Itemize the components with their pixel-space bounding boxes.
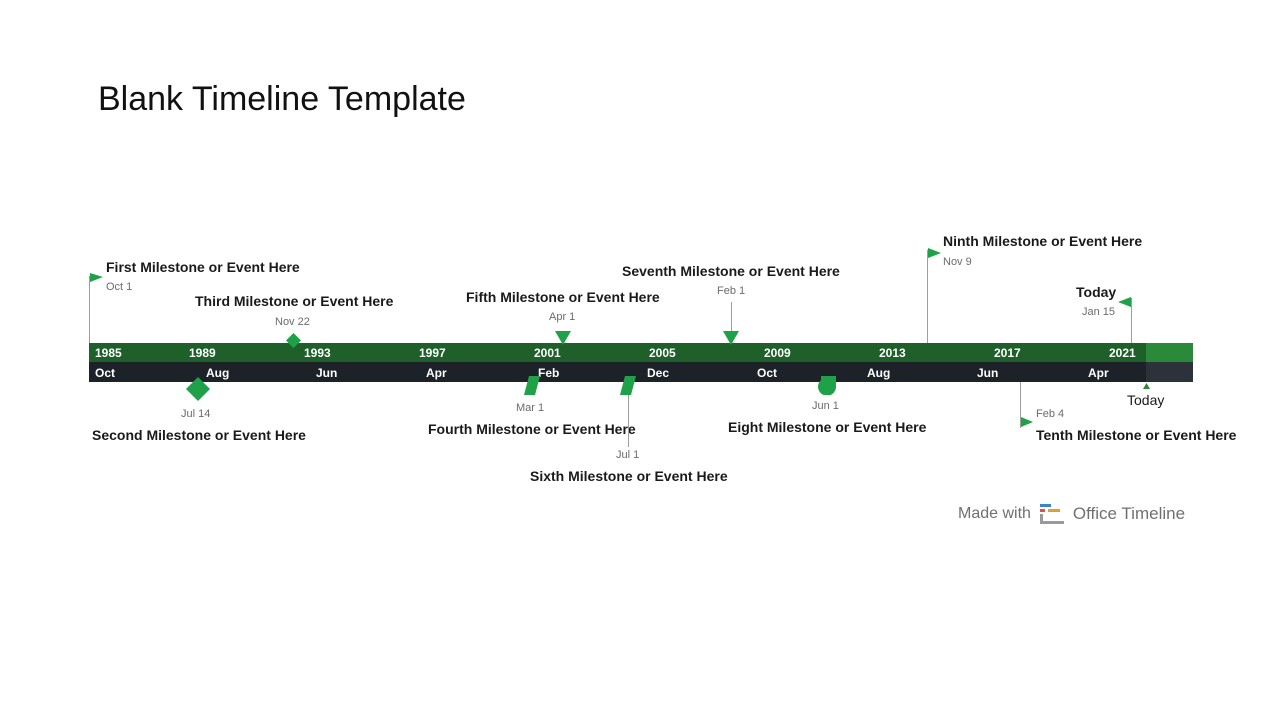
branding: Made with Office Timeline bbox=[958, 503, 1185, 525]
month-tick: Jun bbox=[316, 366, 338, 380]
today-date: Jan 15 bbox=[1082, 306, 1116, 318]
parallelogram-icon bbox=[620, 376, 636, 395]
milestone-label: Fifth Milestone or Event Here bbox=[466, 289, 660, 305]
diamond-icon bbox=[186, 377, 210, 401]
milestone-label: Ninth Milestone or Event Here bbox=[943, 233, 1143, 249]
year-tick: 2013 bbox=[879, 346, 906, 360]
milestone-label: Seventh Milestone or Event Here bbox=[622, 263, 840, 279]
milestone-date: Feb 4 bbox=[1036, 408, 1065, 420]
milestone-date: Jul 14 bbox=[181, 408, 211, 420]
milestone-date: Nov 22 bbox=[275, 316, 310, 328]
year-tick: 2017 bbox=[994, 346, 1021, 360]
milestone-connector bbox=[731, 302, 732, 332]
milestone-date: Feb 1 bbox=[717, 285, 746, 297]
month-tick: Jun bbox=[977, 366, 999, 380]
month-tick: Apr bbox=[1088, 366, 1109, 380]
milestone-date: Jul 1 bbox=[616, 449, 640, 461]
milestone-label: Sixth Milestone or Event Here bbox=[530, 468, 728, 484]
today-label: Today bbox=[1076, 284, 1117, 300]
triangle-down-icon bbox=[555, 331, 571, 345]
milestone-connector bbox=[1020, 382, 1021, 428]
year-tick: 1989 bbox=[189, 346, 216, 360]
milestone-label: Second Milestone or Event Here bbox=[92, 427, 306, 443]
month-band-today-segment bbox=[1146, 362, 1193, 382]
year-tick: 2005 bbox=[649, 346, 676, 360]
milestone-date: Nov 9 bbox=[943, 256, 972, 268]
month-tick: Oct bbox=[757, 366, 778, 380]
month-tick: Aug bbox=[867, 366, 891, 380]
year-band bbox=[89, 343, 1193, 362]
flag-icon bbox=[90, 273, 103, 282]
year-band-today-segment bbox=[1146, 343, 1193, 362]
milestone-label: Fourth Milestone or Event Here bbox=[428, 421, 636, 437]
year-tick: 1993 bbox=[304, 346, 331, 360]
today-marker-label: Today bbox=[1127, 392, 1165, 408]
today-connector bbox=[1131, 298, 1132, 343]
milestone-label: Eight Milestone or Event Here bbox=[728, 419, 927, 435]
milestone-label: Third Milestone or Event Here bbox=[195, 293, 394, 309]
month-tick: Feb bbox=[538, 366, 560, 380]
flag-icon bbox=[1021, 417, 1033, 427]
page-title: Blank Timeline Template bbox=[98, 80, 466, 118]
milestone-date: Oct 1 bbox=[106, 281, 133, 293]
month-tick: Oct bbox=[95, 366, 116, 380]
milestone-connector bbox=[89, 276, 90, 343]
year-tick: 1985 bbox=[95, 346, 122, 360]
milestone-date: Apr 1 bbox=[549, 311, 576, 323]
month-tick: Aug bbox=[206, 366, 230, 380]
circle-icon bbox=[818, 376, 836, 395]
year-tick: 2009 bbox=[764, 346, 791, 360]
month-tick: Apr bbox=[426, 366, 447, 380]
month-tick: Dec bbox=[647, 366, 670, 380]
parallelogram-icon bbox=[524, 376, 540, 395]
office-timeline-logo-icon bbox=[1039, 504, 1064, 524]
year-tick: 2001 bbox=[534, 346, 561, 360]
made-with-text: Made with bbox=[958, 505, 1031, 522]
milestone-connector bbox=[927, 250, 928, 343]
triangle-up-icon bbox=[1143, 383, 1150, 389]
milestone-label: First Milestone or Event Here bbox=[106, 259, 300, 275]
flag-icon bbox=[1118, 297, 1131, 307]
flag-icon bbox=[928, 248, 941, 258]
triangle-down-icon bbox=[723, 331, 739, 345]
year-tick: 2021 bbox=[1109, 346, 1136, 360]
milestone-connector bbox=[628, 395, 629, 447]
milestone-label: Tenth Milestone or Event Here bbox=[1036, 427, 1237, 443]
year-tick: 1997 bbox=[419, 346, 446, 360]
product-name: Office Timeline bbox=[1072, 504, 1186, 523]
month-band bbox=[89, 362, 1193, 382]
milestone-date: Mar 1 bbox=[516, 402, 545, 414]
diamond-icon bbox=[286, 333, 301, 348]
milestone-date: Jun 1 bbox=[812, 400, 839, 412]
